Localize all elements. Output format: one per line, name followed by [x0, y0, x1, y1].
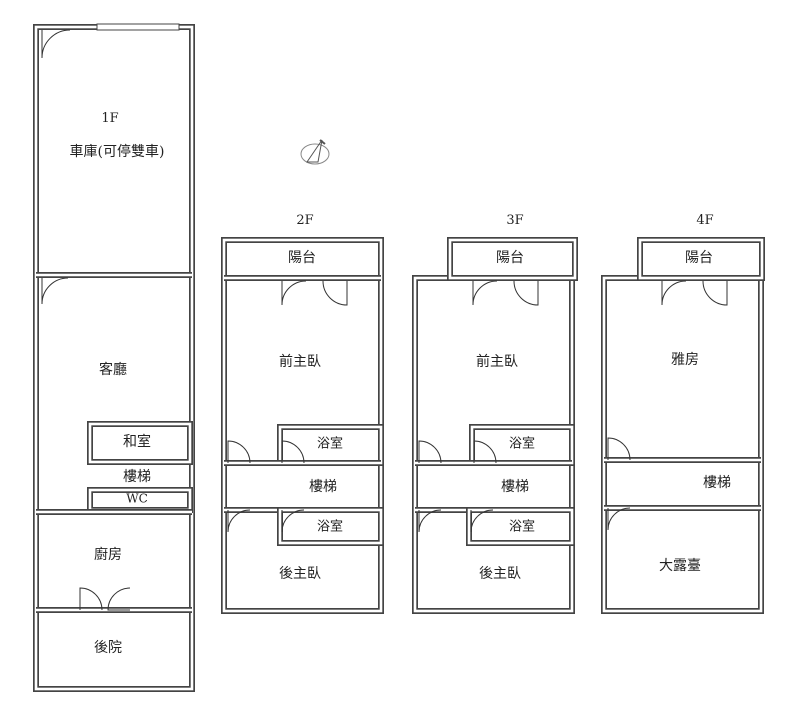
door-swing-icon — [702, 280, 728, 306]
door-swing-icon — [470, 509, 494, 533]
wall — [34, 25, 194, 691]
wall — [448, 238, 577, 280]
room-backyard: 後院 — [94, 640, 122, 656]
floor-label-3f: 3F — [506, 213, 523, 228]
wall — [278, 508, 383, 545]
room-bath-front-3f: 浴室 — [509, 436, 535, 452]
door-swing-icon — [607, 437, 631, 461]
door-swing-icon — [41, 29, 71, 59]
door-swing-icon — [418, 509, 442, 533]
room-rear-master-2f: 後主臥 — [279, 566, 321, 582]
floor-label-2f: 2F — [296, 213, 313, 228]
room-balcony-2f: 陽台 — [288, 250, 316, 266]
doors — [41, 29, 728, 611]
room-stairs-3f: 樓梯 — [501, 479, 529, 495]
wall — [412, 275, 575, 614]
door-swing-icon — [473, 440, 497, 464]
room-suite-4f: 雅房 — [671, 352, 699, 368]
door-swing-icon — [281, 440, 305, 464]
walls — [33, 23, 765, 692]
door-swing-icon — [281, 280, 307, 306]
room-living: 客廳 — [99, 361, 127, 378]
room-front-master-3f: 前主臥 — [476, 353, 518, 370]
room-bath-rear-2f: 浴室 — [317, 519, 343, 535]
door-swing-icon — [107, 587, 131, 611]
room-tatami: 和室 — [123, 433, 151, 450]
room-rear-master-3f: 後主臥 — [479, 566, 521, 582]
floor-label-1f: 1F — [101, 111, 118, 126]
wall — [88, 422, 192, 464]
room-bath-rear-3f: 浴室 — [509, 519, 535, 535]
room-stairs-1f: 樓梯 — [123, 469, 151, 485]
door-swing-icon — [418, 440, 442, 464]
room-wc: WC — [126, 492, 148, 506]
wall — [33, 24, 195, 692]
door-swing-icon — [322, 280, 348, 306]
room-stairs-2f: 樓梯 — [309, 479, 337, 495]
wall — [638, 238, 764, 280]
door-swing-icon — [513, 280, 539, 306]
room-balcony-4f: 陽台 — [685, 250, 713, 266]
floor-label-4f: 4F — [696, 213, 713, 228]
door-swing-icon — [472, 280, 498, 306]
door-swing-icon — [607, 507, 631, 531]
door-swing-icon — [41, 277, 69, 305]
door-swing-icon — [281, 509, 305, 533]
door-swing-icon — [661, 280, 687, 306]
room-kitchen: 廚房 — [94, 546, 122, 563]
wall — [467, 508, 574, 545]
room-terrace-4f: 大露臺 — [659, 558, 701, 574]
north-arrow-icon — [300, 139, 330, 165]
room-stairs-4f: 樓梯 — [703, 475, 731, 491]
door-swing-icon — [79, 587, 103, 611]
door-swing-icon — [227, 509, 251, 533]
room-garage: 車庫(可停雙車) — [70, 143, 165, 160]
room-balcony-3f: 陽台 — [496, 250, 524, 266]
door-swing-icon — [227, 440, 251, 464]
window — [96, 23, 180, 31]
room-front-master-2f: 前主臥 — [279, 353, 321, 370]
room-bath-front-2f: 浴室 — [317, 436, 343, 452]
wall — [413, 276, 574, 613]
